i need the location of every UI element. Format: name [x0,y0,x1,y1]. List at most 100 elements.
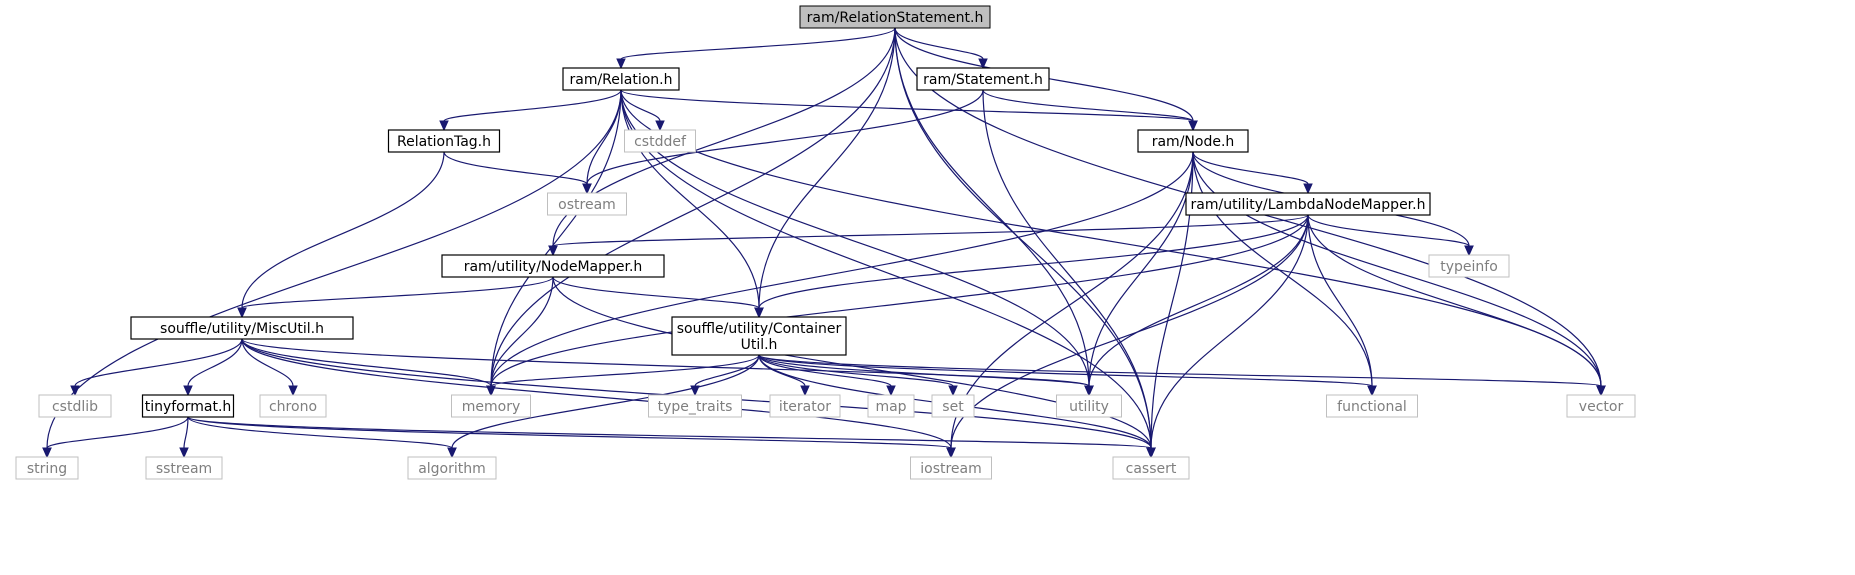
edge-lambdanodemapper-to-functional [1307,214,1377,397]
edge-containerutil-to-map [758,354,896,397]
file-node-ram-statement-h[interactable]: ram/Statement.h [916,67,1050,91]
node-box [648,394,742,418]
edge-statement-to-node [982,89,1198,132]
node-label: type_traits [658,399,733,415]
node-box [145,456,223,480]
file-node-relationtag-h[interactable]: RelationTag.h [387,129,501,153]
node-box [931,394,975,418]
node-label: ram/utility/NodeMapper.h [464,259,643,275]
file-node-string: string [15,456,79,480]
node-label: algorithm [418,461,486,477]
edge-relation-to-ostream [582,89,622,195]
edge-miscutil-to-chrono [241,338,298,397]
node-box [916,67,1050,91]
edge-relationstatement-to-statement [894,27,988,70]
edge-relationstatement-to-containerutil [754,27,896,319]
node-box [867,394,915,418]
edge-tinyformat-to-algorithm [187,416,457,459]
edge-relation-to-relationtag [439,89,622,132]
node-label: cstdlib [52,399,98,415]
node-label: set [942,399,964,415]
node-box [624,129,696,153]
node-box [1056,394,1122,418]
node-label: ram/RelationStatement.h [807,10,984,26]
edge-relationtag-to-miscutil [237,151,445,319]
edge-tinyformat-to-iostream [187,416,956,459]
node-box [441,254,665,278]
edge-containerutil-to-set [758,354,958,397]
node-label: RelationTag.h [397,134,491,150]
file-node-ram-node-h[interactable]: ram/Node.h [1137,129,1249,153]
node-box [1112,456,1190,480]
node-label: utility [1069,399,1109,415]
node-box [671,316,847,356]
node-box [1428,254,1510,278]
edge-nodemapper-to-memory [486,276,554,397]
file-node-ram-utility-lambdanodemapper-h[interactable]: ram/utility/LambdaNodeMapper.h [1185,192,1431,216]
node-box [1326,394,1418,418]
file-nodes: ram/RelationStatement.h ram/Relation.h ram… [15,5,1636,480]
dependency-edges [42,27,1606,459]
node-label: Util.h [741,337,778,353]
file-node-typeinfo: typeinfo [1428,254,1510,278]
file-node-algorithm: algorithm [407,456,497,480]
node-box [1137,129,1249,153]
edge-relation-to-node [620,89,1198,132]
node-label: memory [462,399,521,415]
file-node-ram-utility-nodemapper-h[interactable]: ram/utility/NodeMapper.h [441,254,665,278]
edge-containerutil-to-memory [486,354,760,397]
node-label: ram/Node.h [1152,134,1235,150]
file-node-chrono: chrono [259,394,327,418]
node-label: sstream [156,461,212,477]
edge-node-to-vector [1192,151,1606,397]
edge-containerutil-to-utility [758,354,1094,397]
node-box [141,394,235,418]
node-box [407,456,497,480]
edge-nodemapper-to-containerutil [552,276,764,319]
node-label: vector [1579,399,1624,415]
file-node-ostream: ostream [547,192,627,216]
edge-miscutil-to-tinyformat [183,338,243,397]
node-label: cassert [1126,461,1177,477]
node-label: iostream [920,461,982,477]
edge-miscutil-to-utility [241,338,1094,397]
node-box [259,394,327,418]
file-node-utility: utility [1056,394,1122,418]
file-node-set: set [931,394,975,418]
node-label: ram/Statement.h [923,72,1043,88]
node-box [38,394,112,418]
file-node-souffle-utility-miscutil-h[interactable]: souffle/utility/MiscUtil.h [130,316,354,340]
file-node-functional: functional [1326,394,1418,418]
file-node-cstddef: cstddef [624,129,696,153]
file-node-iostream: iostream [910,456,992,480]
edge-lambdanodemapper-to-typeinfo [1307,214,1474,257]
node-label: ostream [558,197,616,213]
file-node-ram-relationstatement-h[interactable]: ram/RelationStatement.h [799,5,991,29]
node-label: ram/Relation.h [569,72,672,88]
edge-node-to-functional [1192,151,1377,397]
edge-lambdanodemapper-to-containerutil [754,214,1309,319]
edge-nodemapper-to-miscutil [237,276,554,319]
file-node-tinyformat-h[interactable]: tinyformat.h [141,394,235,418]
edge-tinyformat-to-sstream [179,416,189,459]
file-node-ram-relation-h[interactable]: ram/Relation.h [562,67,680,91]
file-node-cassert: cassert [1112,456,1190,480]
node-label: iterator [779,399,831,415]
edge-containerutil-to-vector [758,354,1606,397]
node-label: souffle/utility/MiscUtil.h [160,321,324,337]
node-box [130,316,354,340]
node-box [451,394,531,418]
edge-tinyformat-to-cassert [187,416,1156,459]
node-box [15,456,79,480]
edge-containerutil-to-functional [758,354,1377,397]
node-label: typeinfo [1440,259,1498,275]
node-box [799,5,991,29]
node-box [769,394,841,418]
file-node-sstream: sstream [145,456,223,480]
file-node-iterator: iterator [769,394,841,418]
node-box [562,67,680,91]
edge-relationstatement-to-relation [616,27,896,70]
file-node-memory: memory [451,394,531,418]
